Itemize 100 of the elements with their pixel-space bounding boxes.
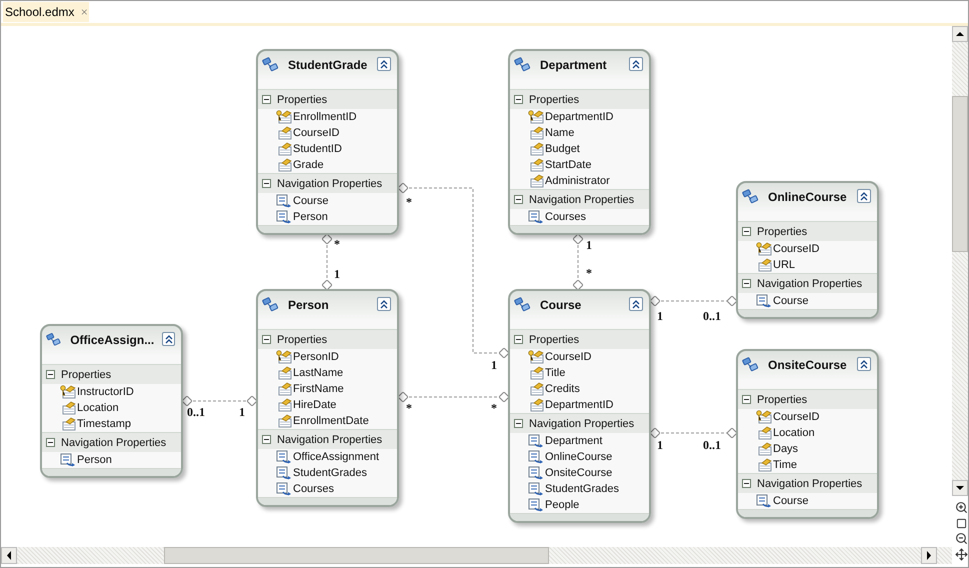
- multiplicity-label: 1: [491, 359, 497, 371]
- multiplicity-label: *: [491, 402, 497, 414]
- property-name: Location: [77, 402, 119, 414]
- properties-compartment: [258, 89, 397, 173]
- entity-title: Course: [540, 297, 582, 312]
- navigation-property-name: StudentGrades: [545, 483, 619, 495]
- property-name: FirstName: [293, 383, 344, 395]
- navigation-compartment: [42, 432, 181, 468]
- property-name: DepartmentID: [545, 111, 614, 123]
- section-title: Properties: [61, 368, 112, 380]
- property-name: Location: [773, 427, 815, 439]
- file-tab: School.edmx: [3, 2, 89, 22]
- entity-title: OfficeAssign...: [70, 332, 154, 347]
- entity-title: Department: [540, 57, 608, 72]
- property-name: URL: [773, 259, 796, 271]
- association-line: [572, 234, 584, 290]
- section-title: Navigation Properties: [61, 436, 166, 448]
- navigation-property-name: Department: [545, 435, 602, 447]
- multiplicity-label: 0..1: [703, 439, 721, 451]
- property-name: HireDate: [293, 399, 336, 411]
- entity-box: [508, 49, 651, 235]
- section-title: Navigation Properties: [529, 418, 634, 430]
- navigation-compartment: [258, 173, 397, 225]
- entity-title: OnsiteCourse: [768, 357, 848, 372]
- navigation-property-name: People: [545, 499, 580, 511]
- entity-box: [256, 289, 399, 507]
- property-name: Administrator: [545, 175, 610, 187]
- properties-compartment: [258, 329, 397, 429]
- properties-compartment: [738, 221, 877, 273]
- navigation-property-name: Courses: [293, 483, 334, 495]
- section-title: Navigation Properties: [277, 434, 382, 446]
- properties-compartment: [510, 329, 649, 413]
- multiplicity-label: 1: [586, 239, 592, 251]
- section-title: Properties: [277, 94, 328, 106]
- navigation-property-name: Course: [773, 295, 808, 307]
- association-line: [322, 234, 332, 290]
- multiplicity-label: *: [406, 402, 412, 414]
- multiplicity-label: 1: [657, 439, 663, 451]
- property-name: Credits: [545, 383, 580, 395]
- navigation-property-name: Course: [773, 495, 808, 507]
- property-name: Title: [545, 367, 566, 379]
- multiplicity-label: 1: [657, 310, 663, 322]
- section-title: Properties: [529, 334, 580, 346]
- property-name: Grade: [293, 159, 324, 171]
- multiplicity-label: *: [406, 196, 412, 208]
- multiplicity-label: 1: [239, 406, 245, 418]
- navigation-compartment: [510, 189, 649, 225]
- property-name: Timestamp: [77, 418, 131, 430]
- navigation-property-name: StudentGrades: [293, 467, 367, 479]
- navigation-property-name: Courses: [545, 211, 586, 223]
- property-name: DepartmentID: [545, 399, 614, 411]
- property-name: Time: [773, 459, 798, 471]
- property-name: InstructorID: [77, 386, 134, 398]
- association-line: [182, 396, 258, 406]
- entity-box: [40, 324, 183, 478]
- association-line: [398, 392, 510, 402]
- navigation-property-name: OnlineCourse: [545, 451, 612, 463]
- navigation-property-name: OnsiteCourse: [545, 467, 612, 479]
- navigation-property-name: OfficeAssignment: [293, 451, 380, 463]
- section-title: Navigation Properties: [529, 194, 634, 206]
- properties-compartment: [738, 389, 877, 473]
- entity-box: [508, 289, 651, 523]
- property-name: CourseID: [773, 411, 820, 423]
- property-name: EnrollmentDate: [293, 415, 369, 427]
- multiplicity-label: 0..1: [187, 406, 205, 418]
- entity-box: [736, 349, 879, 519]
- properties-compartment: [510, 89, 649, 189]
- section-title: Properties: [757, 394, 808, 406]
- entity-title: StudentGrade: [288, 57, 368, 72]
- entity-box: [736, 181, 879, 319]
- navigation-compartment: [738, 273, 877, 309]
- entity-box: [256, 49, 399, 235]
- entity-title: OnlineCourse: [768, 189, 848, 204]
- property-name: CourseID: [293, 127, 340, 139]
- property-name: LastName: [293, 367, 344, 379]
- navigation-property-name: Person: [293, 211, 328, 223]
- property-name: CourseID: [773, 243, 820, 255]
- navigation-compartment: [738, 473, 877, 509]
- property-name: Name: [545, 127, 574, 139]
- multiplicity-label: 1: [334, 268, 340, 280]
- property-name: StartDate: [545, 159, 592, 171]
- navigation-compartment: [510, 413, 649, 513]
- multiplicity-label: *: [586, 267, 592, 279]
- property-name: PersonID: [293, 351, 339, 363]
- property-name: Budget: [545, 143, 580, 155]
- navigation-property-name: Course: [293, 195, 328, 207]
- navigation-property-name: Person: [77, 454, 112, 466]
- association-line: [650, 428, 738, 438]
- multiplicity-label: 0..1: [703, 310, 721, 322]
- entity-title: Person: [288, 297, 330, 312]
- property-name: EnrollmentID: [293, 111, 357, 123]
- property-name: StudentID: [293, 143, 342, 155]
- property-name: CourseID: [545, 351, 592, 363]
- section-title: Navigation Properties: [757, 478, 862, 490]
- association-line: [398, 182, 510, 358]
- multiplicity-label: *: [334, 238, 340, 250]
- section-title: Navigation Properties: [277, 178, 382, 190]
- navigation-compartment: [258, 429, 397, 497]
- property-name: Days: [773, 443, 798, 455]
- section-title: Properties: [277, 334, 328, 346]
